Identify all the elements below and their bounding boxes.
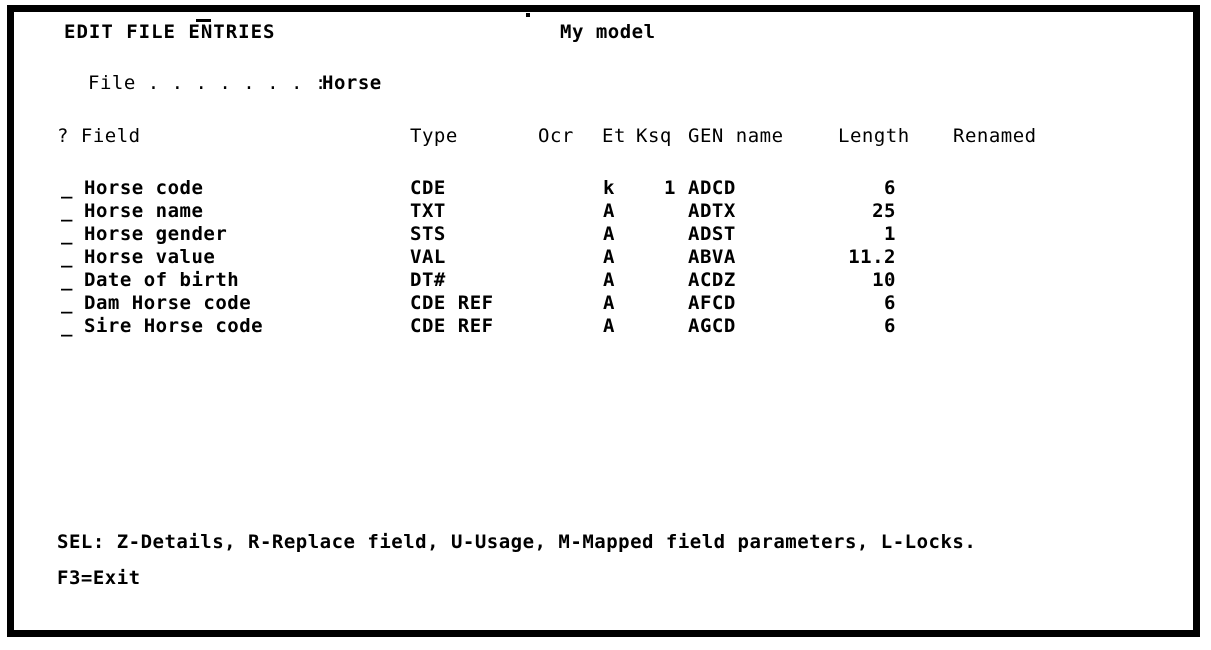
footer-exit-key[interactable]: F3=Exit: [57, 567, 141, 589]
row-type: DT#: [410, 269, 446, 291]
row-length: 6: [884, 292, 896, 314]
row-et: A: [603, 269, 615, 291]
row-et: A: [603, 292, 615, 314]
screen-border: [7, 5, 1200, 637]
row-et: A: [603, 246, 615, 268]
column-header-ocr: Ocr: [538, 125, 574, 147]
page-title: EDIT FILE ENTRIES: [64, 21, 276, 43]
model-name: My model: [560, 21, 656, 43]
row-type: VAL: [410, 246, 446, 268]
row-gen-name: ABVA: [688, 246, 736, 268]
row-select-marker[interactable]: _: [61, 269, 73, 291]
title-overbar-artifact: [196, 19, 211, 22]
column-header-gen-name: GEN name: [688, 125, 784, 147]
row-gen-name: AFCD: [688, 292, 736, 314]
row-length: 6: [884, 315, 896, 337]
footer-sel-options: SEL: Z-Details, R-Replace field, U-Usage…: [57, 531, 977, 553]
table-row[interactable]: _ Horse code CDE k 1 ADCD 6: [0, 178, 1211, 201]
row-length: 6: [884, 177, 896, 199]
row-field-name: Horse value: [84, 246, 216, 268]
row-select-marker[interactable]: _: [61, 315, 73, 337]
row-gen-name: ADCD: [688, 177, 736, 199]
row-field-name: Dam Horse code: [84, 292, 252, 314]
column-header-ksq: Ksq: [636, 125, 672, 147]
row-length: 1: [884, 223, 896, 245]
row-et: k: [603, 177, 615, 199]
row-length: 25: [872, 200, 896, 222]
row-length: 11.2: [848, 246, 896, 268]
column-header-type: Type: [410, 125, 458, 147]
column-header-length: Length: [838, 125, 910, 147]
row-ksq: 1: [664, 177, 676, 199]
row-type: CDE REF: [410, 315, 494, 337]
row-select-marker[interactable]: _: [61, 246, 73, 268]
row-select-marker[interactable]: _: [61, 200, 73, 222]
row-field-name: Sire Horse code: [84, 315, 264, 337]
row-gen-name: ADTX: [688, 200, 736, 222]
row-select-marker[interactable]: _: [61, 223, 73, 245]
row-gen-name: AGCD: [688, 315, 736, 337]
row-type: TXT: [410, 200, 446, 222]
table-row[interactable]: _ Horse gender STS A ADST 1: [0, 224, 1211, 247]
table-row[interactable]: _ Horse name TXT A ADTX 25: [0, 201, 1211, 224]
row-type: STS: [410, 223, 446, 245]
row-field-name: Date of birth: [84, 269, 240, 291]
row-select-marker[interactable]: _: [61, 177, 73, 199]
row-field-name: Horse name: [84, 200, 204, 222]
row-et: A: [603, 315, 615, 337]
row-et: A: [603, 200, 615, 222]
file-value[interactable]: Horse: [322, 72, 382, 94]
column-header-et: Et: [602, 125, 626, 147]
column-header-renamed: Renamed: [953, 125, 1037, 147]
row-length: 10: [872, 269, 896, 291]
file-label: File . . . . . . . :: [88, 72, 327, 94]
row-field-name: Horse gender: [84, 223, 228, 245]
row-type: CDE REF: [410, 292, 494, 314]
row-gen-name: ADST: [688, 223, 736, 245]
row-field-name: Horse code: [84, 177, 204, 199]
row-type: CDE: [410, 177, 446, 199]
table-row[interactable]: _ Sire Horse code CDE REF A AGCD 6: [0, 316, 1211, 339]
column-header-field: ? Field: [57, 125, 141, 147]
table-row[interactable]: _ Horse value VAL A ABVA 11.2: [0, 247, 1211, 270]
dot-artifact: [526, 13, 530, 17]
row-gen-name: ACDZ: [688, 269, 736, 291]
row-select-marker[interactable]: _: [61, 292, 73, 314]
row-et: A: [603, 223, 615, 245]
table-row[interactable]: _ Date of birth DT# A ACDZ 10: [0, 270, 1211, 293]
table-row[interactable]: _ Dam Horse code CDE REF A AFCD 6: [0, 293, 1211, 316]
